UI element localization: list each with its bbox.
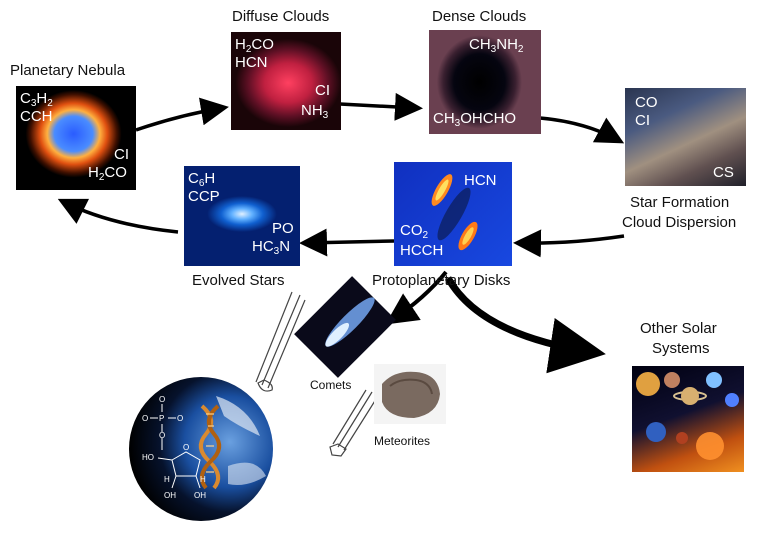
dense-mol-ch3nh2: CH3NH2	[469, 36, 524, 55]
diffuse-mol-h2co: H2CO	[235, 36, 274, 55]
meteorite-rock	[382, 371, 440, 418]
starform-mol-co: CO	[635, 94, 658, 111]
solar-system-image	[632, 366, 744, 472]
glyph-o-left: O	[142, 414, 148, 423]
arrow-disks-to-comets	[385, 270, 448, 325]
arrow-nebula-to-diffuse	[135, 97, 229, 132]
evolved-mol-po: PO	[272, 220, 294, 237]
diffuse-clouds-image: H2CO HCN CI NH3	[231, 32, 341, 130]
glyph-h-right: H	[200, 475, 206, 484]
other-solar-label: Other Solar	[640, 320, 717, 337]
glyph-ring-o: O	[183, 443, 189, 452]
disk-mol-hcn: HCN	[464, 172, 497, 189]
nebula-mol-ci: CI	[114, 146, 129, 163]
arrow-starformation-to-disks	[513, 229, 625, 258]
glyph-oh-bottom-left: OH	[164, 491, 176, 500]
arrow-diffuse-to-dense	[339, 92, 423, 121]
comet-tail	[325, 297, 375, 347]
planets	[636, 372, 739, 460]
glyph-h-left: H	[164, 475, 170, 484]
disk-glow	[431, 174, 478, 251]
diffuse-mol-nh3: NH3	[301, 102, 329, 121]
earth-globe: O O P O O HO O H H OH OH	[129, 377, 273, 521]
glyph-o-right: O	[177, 414, 183, 423]
comets-label: Comets	[310, 378, 352, 392]
glyph-o-top: O	[159, 395, 165, 404]
arrow-disks-to-other-systems	[444, 276, 606, 374]
comet-image	[294, 276, 396, 378]
glyph-oh-bottom-right: OH	[194, 491, 206, 500]
systems-label: Systems	[652, 340, 710, 357]
comet-streaks	[255, 291, 306, 392]
diffuse-mol-ci: CI	[315, 82, 330, 99]
nebula-mol-h2co: H2CO	[88, 164, 127, 183]
evolved-mol-ccp: CCP	[188, 188, 220, 205]
starform-mol-ci: CI	[635, 112, 650, 129]
nebula-mol-c3h2: C3H2	[20, 90, 53, 109]
glyph-p: P	[159, 414, 164, 423]
dense-clouds-image: CH3NH2 CH3OHCHO	[429, 30, 541, 134]
evolved-mol-hc3n: HC3N	[252, 238, 291, 257]
evolved-stars-label: Evolved Stars	[192, 272, 285, 289]
star-formation-label: Star Formation	[630, 194, 730, 211]
glyph-ho-left: HO	[142, 453, 154, 462]
earth-image: O O P O O HO O H H OH OH	[128, 376, 274, 522]
evolved-stars-image: C6H CCP PO HC3N	[184, 166, 300, 266]
cloud-dispersion-label: Cloud Dispersion	[622, 214, 737, 231]
glyph-o-bottom: O	[159, 431, 165, 440]
star-formation-image: CO CI CS	[625, 88, 746, 186]
dense-mol-ch3ohcho: CH3OHCHO	[433, 110, 517, 129]
starform-mol-cs: CS	[713, 164, 734, 181]
nebula-mol-cch: CCH	[20, 108, 53, 125]
diffuse-mol-hcn: HCN	[235, 54, 268, 71]
planetary-nebula-label: Planetary Nebula	[10, 62, 126, 79]
disk-mol-hcch: HCCH	[400, 242, 444, 259]
protoplanetary-disk-image: HCN CO2 HCCH	[394, 162, 512, 266]
meteorites-label: Meteorites	[374, 434, 431, 448]
dense-clouds-label: Dense Clouds	[432, 8, 527, 25]
planetary-nebula-image: C3H2 CCH CI H2CO	[16, 86, 136, 190]
diffuse-clouds-label: Diffuse Clouds	[232, 8, 330, 25]
meteorite-image	[374, 364, 446, 424]
arrow-dense-to-starformation	[539, 116, 625, 144]
evolved-mol-c6h: C6H	[188, 170, 216, 189]
meteorite-streaks	[329, 389, 379, 457]
disk-mol-co2: CO2	[400, 222, 429, 241]
arrow-disks-to-evolved	[299, 228, 395, 257]
protoplanetary-disks-label: Protoplanetary Disks	[372, 272, 511, 289]
arrow-evolved-to-nebula	[57, 198, 179, 234]
